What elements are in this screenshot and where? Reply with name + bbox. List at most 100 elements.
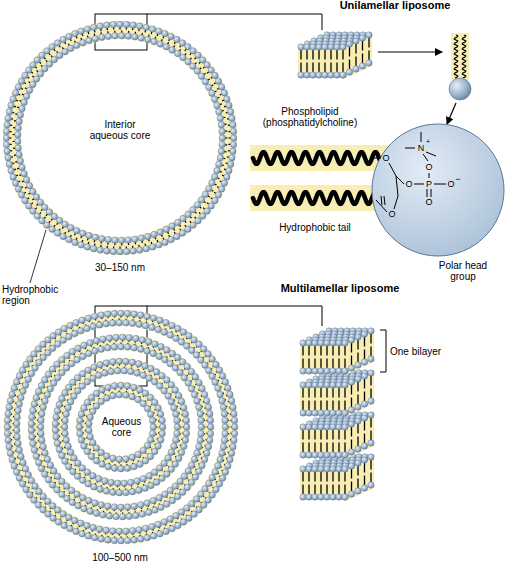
head-bead: [366, 60, 372, 66]
head-bead: [226, 167, 232, 173]
head-bead: [143, 245, 149, 251]
head-bead: [228, 450, 234, 456]
head-bead: [190, 48, 196, 54]
head-bead: [232, 424, 238, 430]
head-bead: [104, 22, 110, 28]
head-bead: [59, 395, 65, 401]
head-bead: [215, 385, 221, 391]
head-bead: [92, 500, 98, 506]
head-bead: [139, 337, 145, 343]
head-bead: [138, 235, 144, 241]
head-bead: [182, 411, 188, 417]
head-bead: [84, 522, 90, 528]
head-bead: [77, 417, 83, 423]
head-bead: [162, 30, 168, 36]
head-bead: [185, 44, 191, 50]
head-bead: [181, 443, 187, 449]
head-bead: [336, 368, 342, 374]
head-bead: [99, 34, 105, 40]
head-bead: [208, 203, 214, 209]
chemical-bond: [427, 189, 428, 197]
head-bead: [142, 322, 148, 328]
head-bead: [342, 466, 348, 472]
head-bead: [123, 528, 129, 534]
head-bead: [218, 122, 224, 128]
head-bead: [330, 466, 336, 472]
head-bead: [69, 348, 75, 354]
lipid-tail: [314, 359, 315, 369]
head-bead: [15, 131, 21, 137]
head-bead: [355, 460, 361, 466]
head-bead: [34, 57, 40, 63]
head-bead: [16, 373, 22, 379]
head-bead: [137, 461, 143, 467]
lipid-tail: [349, 60, 350, 70]
head-bead: [38, 417, 44, 423]
head-bead: [46, 61, 52, 67]
head-bead: [18, 394, 24, 400]
head-bead: [142, 458, 148, 464]
head-bead: [63, 365, 69, 371]
head-bead: [184, 363, 190, 369]
head-bead: [45, 349, 51, 355]
head-bead: [67, 525, 73, 531]
head-bead: [42, 65, 48, 71]
head-bead: [105, 33, 111, 39]
head-bead: [131, 311, 137, 317]
lipid-tail: [368, 51, 369, 61]
head-bead: [348, 337, 354, 343]
head-bead: [116, 489, 122, 495]
head-bead: [69, 499, 75, 505]
head-bead: [219, 450, 225, 456]
part-label: Phospholipid (phosphatidylcholine): [250, 106, 370, 128]
head-bead: [180, 54, 186, 60]
head-bead: [108, 479, 114, 485]
head-bead: [110, 320, 116, 326]
lipid-tail: [324, 63, 325, 73]
head-bead: [312, 466, 318, 472]
head-bead: [300, 382, 306, 388]
head-bead: [131, 384, 137, 390]
head-bead: [35, 459, 41, 465]
head-bead: [217, 456, 223, 462]
head-bead: [68, 224, 74, 230]
head-bead: [129, 394, 135, 400]
chemical-bond: [381, 196, 382, 205]
head-bead: [168, 382, 174, 388]
head-bead: [56, 446, 62, 452]
head-bead: [104, 248, 110, 254]
head-bead: [61, 522, 67, 528]
head-bead: [52, 421, 58, 427]
lipid-tail: [344, 359, 345, 369]
head-bead: [150, 497, 156, 503]
head-bead: [172, 461, 178, 467]
head-bead: [55, 329, 61, 335]
head-bead: [54, 230, 60, 236]
head-bead: [149, 430, 155, 436]
lipid-tail: [308, 485, 309, 495]
head-bead: [46, 209, 52, 215]
head-bead: [147, 411, 153, 417]
head-bead: [55, 519, 61, 525]
head-bead: [230, 128, 236, 134]
lipid-tail: [364, 463, 365, 473]
lipid-tail: [330, 50, 331, 60]
lipid-tail: [308, 472, 309, 482]
head-bead: [143, 24, 149, 30]
head-bead: [49, 44, 55, 50]
head-bead: [359, 35, 365, 41]
head-bead: [178, 449, 184, 455]
head-bead: [152, 507, 158, 513]
lipid-tail: [326, 359, 327, 369]
head-bead: [73, 319, 79, 325]
head-bead: [35, 346, 41, 352]
head-bead: [172, 387, 178, 393]
head-bead: [84, 244, 90, 250]
head-bead: [137, 387, 143, 393]
head-bead: [118, 33, 124, 39]
head-bead: [90, 323, 96, 329]
head-bead: [368, 370, 374, 376]
head-bead: [169, 525, 175, 531]
lipid-tail: [314, 388, 315, 398]
lipid-tail: [318, 50, 319, 60]
